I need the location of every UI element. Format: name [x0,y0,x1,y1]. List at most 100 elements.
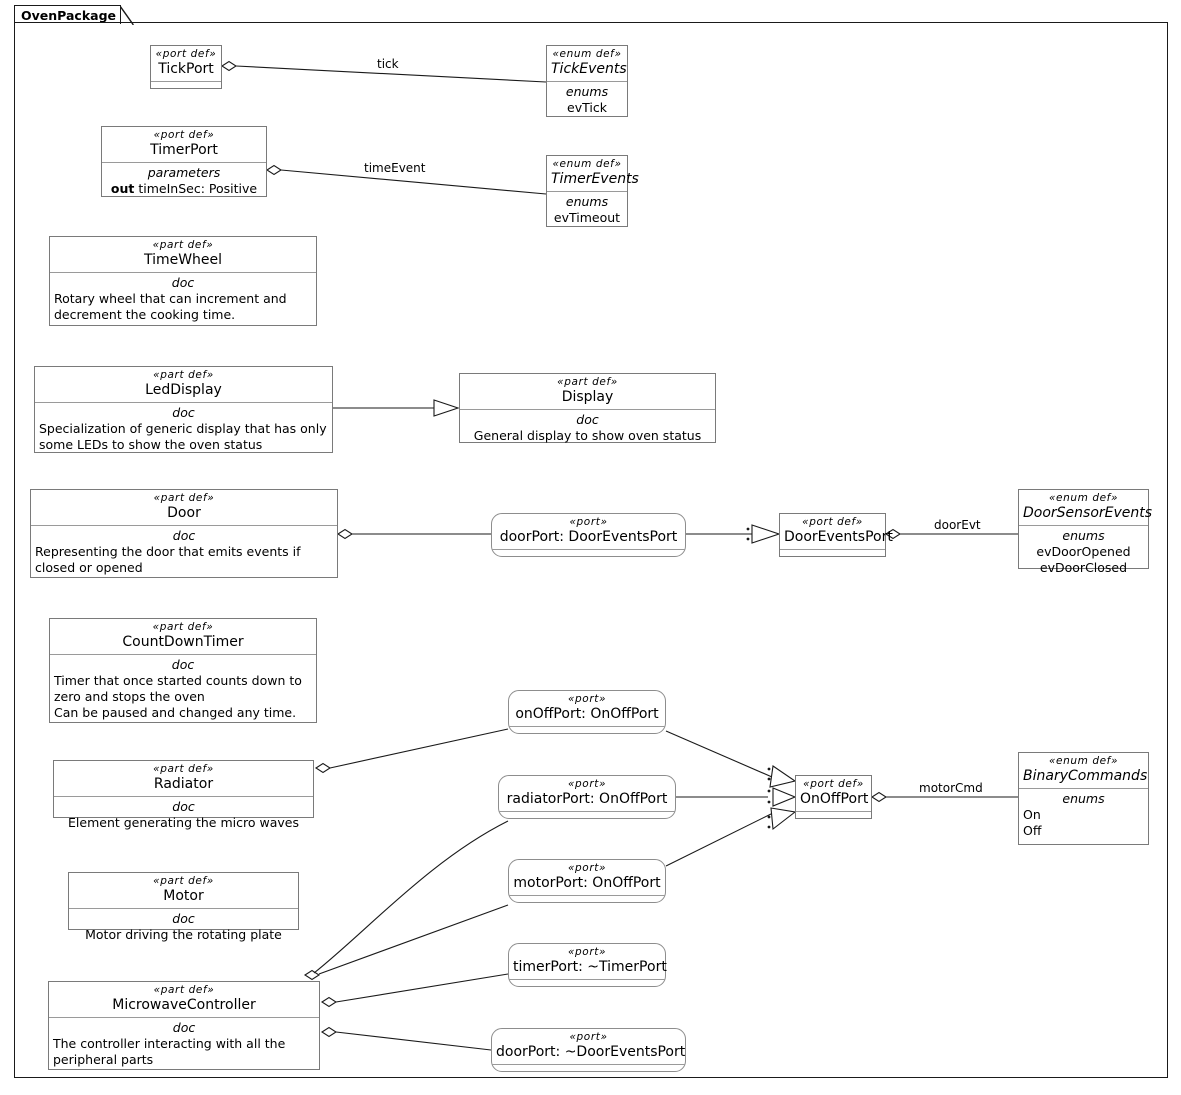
timerport-param-direction: out [110,181,135,196]
radiator-doc-compartment: doc Element generating the micro waves [54,796,313,834]
radiatorport-usage-header: «port» radiatorPort: OnOffPort [499,776,675,811]
countdowntimer-name: CountDownTimer [122,634,244,650]
node-timewheel[interactable]: «part def» TimeWheel doc Rotary wheel th… [49,236,317,326]
binarycommands-name: BinaryCommands [1023,768,1148,784]
node-microwavecontroller[interactable]: «part def» MicrowaveController doc The c… [48,981,320,1070]
node-tickevents[interactable]: «enum def» TickEvents enums evTick [546,45,628,117]
doorport-ctrl-usage-empty-compartment [492,1064,685,1075]
node-leddisplay[interactable]: «part def» LedDisplay doc Specialization… [34,366,333,453]
doorport-usage-stereotype: «port» [569,516,608,528]
node-binarycommands[interactable]: «enum def» BinaryCommands enums On Off [1018,752,1149,845]
radiatorport-usage-empty-compartment [499,811,675,822]
microwavecontroller-doc-compartment: doc The controller interacting with all … [49,1017,319,1071]
leddisplay-name: LedDisplay [145,382,222,398]
doorsensorevents-section-label: enums [1062,528,1105,543]
node-radiatorport-usage[interactable]: «port» radiatorPort: OnOffPort [498,775,676,819]
microwavecontroller-doc: The controller interacting with all the … [53,1036,286,1067]
motorport-usage-header: «port» motorPort: OnOffPort [509,860,665,895]
dooreventsport-header: «port def» DoorEventsPort [780,514,893,549]
timerport-header: «port def» TimerPort [102,127,266,162]
node-tickport[interactable]: «port def» TickPort [150,45,222,89]
node-doorport-usage[interactable]: «port» doorPort: DoorEventsPort [491,513,686,557]
tickevents-values: evTick [567,100,607,115]
tickevents-stereotype: «enum def» [552,48,622,60]
node-timerevents[interactable]: «enum def» TimerEvents enums evTimeout [546,155,639,227]
radiator-section-label: doc [172,799,195,814]
tickport-name: TickPort [158,61,214,77]
tickport-header: «port def» TickPort [151,46,221,81]
node-motorport-usage[interactable]: «port» motorPort: OnOffPort [508,859,666,903]
node-countdowntimer[interactable]: «part def» CountDownTimer doc Timer that… [49,618,317,723]
doorsensorevents-values: evDoorOpened evDoorClosed [1036,544,1131,575]
tickport-stereotype: «port def» [155,48,217,60]
leddisplay-header: «part def» LedDisplay [35,367,332,402]
timewheel-doc-compartment: doc Rotary wheel that can increment and … [50,272,316,326]
display-header: «part def» Display [460,374,715,409]
door-doc: Representing the door that emits events … [35,544,301,575]
dooreventsport-name: DoorEventsPort [784,529,893,545]
timerport-usage-name: timerPort: ~TimerPort [513,959,667,975]
onoffport-def-name: OnOffPort [800,791,869,807]
timewheel-stereotype: «part def» [152,239,214,251]
node-dooreventsport[interactable]: «port def» DoorEventsPort [779,513,893,560]
microwavecontroller-header: «part def» MicrowaveController [49,982,319,1017]
node-timerport[interactable]: «port def» TimerPort parameters out time… [101,126,267,197]
node-timerport-usage[interactable]: «port» timerPort: ~TimerPort [508,943,667,990]
doorport-ctrl-usage-name: doorPort: ~DoorEventsPort [496,1044,686,1060]
timerevents-values: evTimeout [553,210,621,225]
timerport-usage-empty-compartment [509,979,665,990]
leddisplay-doc-compartment: doc Specialization of generic display th… [35,402,332,456]
leddisplay-stereotype: «part def» [153,369,214,381]
timewheel-header: «part def» TimeWheel [50,237,316,272]
edge-label-tick: tick [377,57,399,71]
timewheel-section-label: doc [171,275,195,290]
node-motor[interactable]: «part def» Motor doc Motor driving the r… [68,872,299,942]
edge-label-motor-cmd: motorCmd [919,781,983,795]
tickevents-header: «enum def» TickEvents [547,46,627,81]
timerevents-stereotype: «enum def» [552,158,622,170]
node-doorport-ctrl-usage[interactable]: «port» doorPort: ~DoorEventsPort [491,1028,686,1072]
binarycommands-section-label: enums [1062,791,1105,806]
node-onoffport-def[interactable]: «port def» OnOffPort [795,775,872,819]
package-frame [14,22,1168,1078]
node-door[interactable]: «part def» Door doc Representing the doo… [30,489,338,578]
timerevents-name: TimerEvents [551,171,639,187]
node-onoffport-usage[interactable]: «port» onOffPort: OnOffPort [508,690,666,734]
motorport-usage-name: motorPort: OnOffPort [513,875,661,891]
motor-doc-compartment: doc Motor driving the rotating plate [69,908,298,946]
doorport-usage-header: «port» doorPort: DoorEventsPort [492,514,685,549]
timerport-parameter: out timeInSec: Positive [106,181,262,197]
package-name-label: OvenPackage [21,7,116,23]
timerport-stereotype: «port def» [153,129,215,141]
door-stereotype: «part def» [153,492,215,504]
microwavecontroller-name: MicrowaveController [112,997,256,1013]
motor-stereotype: «part def» [153,875,214,887]
door-doc-compartment: doc Representing the door that emits eve… [31,525,337,579]
leddisplay-doc: Specialization of generic display that h… [39,421,327,452]
tickport-empty-compartment [151,81,221,92]
timerevents-section-label: enums [565,194,609,209]
tickevents-enums-compartment: enums evTick [547,81,627,119]
doorsensorevents-header: «enum def» DoorSensorEvents [1019,490,1152,525]
countdowntimer-doc-compartment: doc Timer that once started counts down … [50,654,316,724]
radiator-doc: Element generating the micro waves [68,815,299,830]
door-section-label: doc [172,528,196,543]
motorport-usage-empty-compartment [509,895,665,906]
display-name: Display [561,389,614,405]
doorport-ctrl-usage-stereotype: «port» [569,1031,608,1043]
timerport-usage-header: «port» timerPort: ~TimerPort [509,944,667,979]
onoffport-def-header: «port def» OnOffPort [796,776,871,811]
node-doorsensorevents[interactable]: «enum def» DoorSensorEvents enums evDoor… [1018,489,1152,575]
node-radiator[interactable]: «part def» Radiator doc Element generati… [53,760,314,830]
doorport-usage-empty-compartment [492,549,685,560]
binarycommands-values: On Off [1023,807,1042,838]
onoffport-usage-empty-compartment [509,726,665,737]
node-display[interactable]: «part def» Display doc General display t… [459,373,716,443]
motor-name: Motor [163,888,204,904]
timerevents-header: «enum def» TimerEvents [547,156,639,191]
radiator-stereotype: «part def» [153,763,214,775]
radiatorport-usage-stereotype: «port» [567,778,607,790]
dooreventsport-stereotype: «port def» [802,516,863,528]
dooreventsport-empty-compartment [780,549,885,560]
